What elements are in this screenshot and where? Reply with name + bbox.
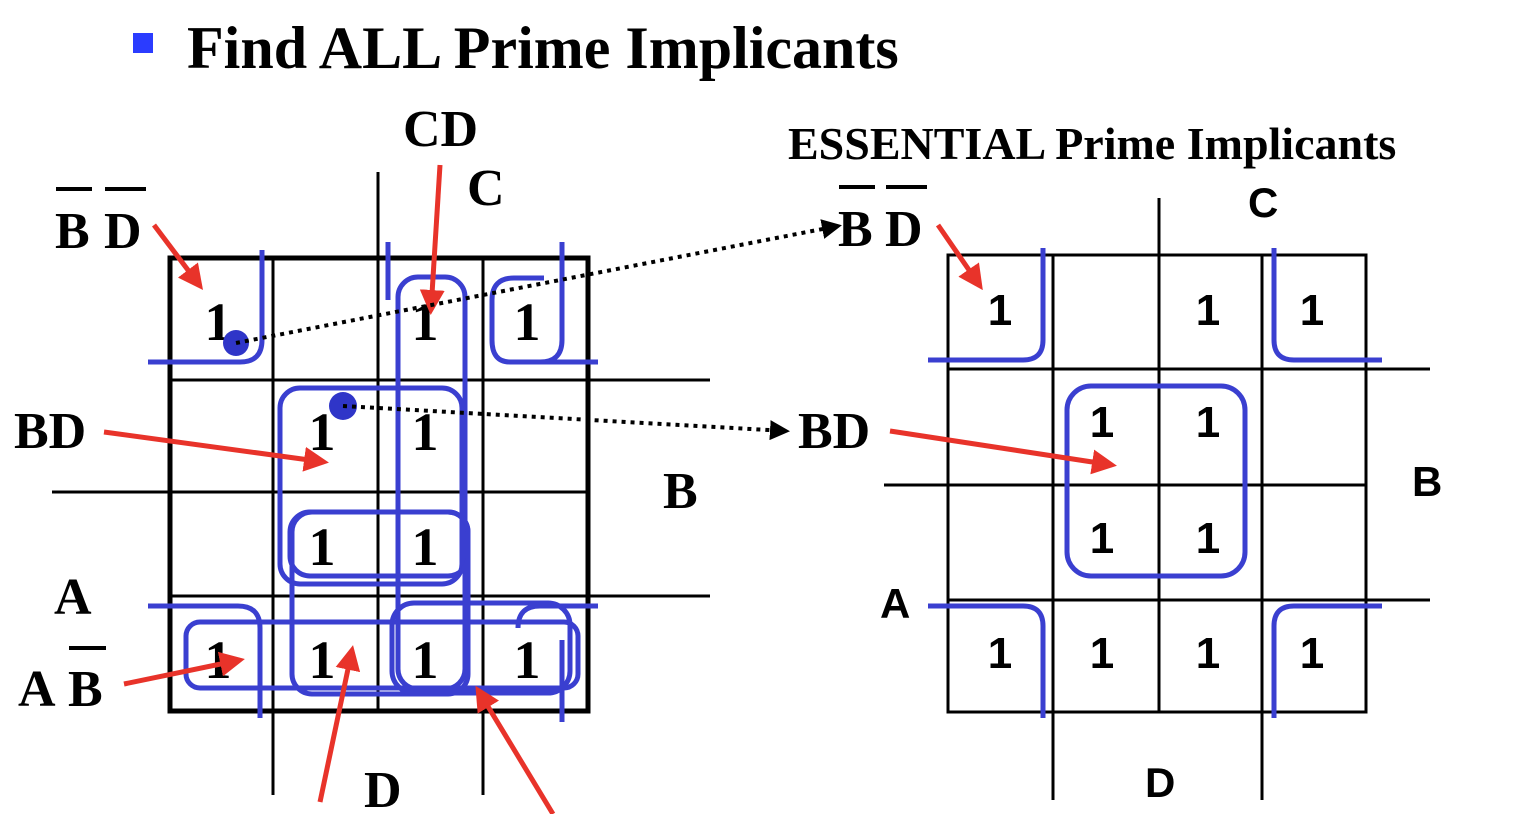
kmap-cell-one: 1 (1300, 629, 1324, 678)
left-label-d: D (364, 762, 402, 814)
right-label-a: A (880, 580, 910, 627)
arrow-to-bd-bar (152, 223, 204, 290)
right-group-bd-bar-top-right (1271, 248, 1382, 363)
svg-text:B: B (68, 661, 103, 718)
dotted-arrows (235, 219, 842, 441)
svg-text:D: D (885, 201, 923, 258)
left-label-b: B (663, 463, 698, 520)
kmap-cell-one: 1 (205, 630, 232, 690)
kmap-cell-one: 1 (1196, 514, 1220, 563)
kmap-cell-one: 1 (1090, 398, 1114, 447)
right-group-bd-bar-bottom-left (928, 603, 1046, 718)
svg-text:B: B (838, 201, 873, 258)
dotted-arrow-bd (342, 404, 790, 441)
right-label-bd: BD (798, 403, 870, 460)
right-label-d: D (1145, 759, 1175, 806)
arrow-to-bd (103, 429, 329, 472)
kmap-cell-one: 1 (514, 630, 541, 690)
dotted-arrow-bd-bar (235, 219, 842, 345)
arrow-to-ab-bar (123, 651, 245, 687)
left-label-ab-bar: A B (18, 646, 106, 718)
right-red-arrows (889, 223, 1117, 475)
kmap-cell-one: 1 (309, 517, 336, 577)
svg-text:B: B (55, 203, 90, 260)
right-heading: ESSENTIAL Prime Implicants (788, 118, 1396, 169)
kmap-cell-one: 1 (514, 292, 541, 352)
kmap-cell-one: 1 (1090, 629, 1114, 678)
right-group-bd-bar-top-left (928, 248, 1046, 363)
page-title: Find ALL Prime Implicants (187, 15, 899, 81)
right-group-bd-bar-bottom-right (1271, 603, 1382, 718)
right-label-bd-bar: B D (838, 185, 927, 258)
group-ab-bar (183, 619, 581, 691)
left-kmap-groups (148, 242, 598, 722)
right-kmap: ESSENTIAL Prime Implicants 1 1 1 1 1 1 1 1 1 1 1 C… (788, 118, 1442, 806)
right-kmap-cells: 1 1 1 1 1 1 1 1 1 1 1 (988, 286, 1324, 678)
kmap-cell-one: 1 (412, 517, 439, 577)
svg-text:D: D (104, 203, 142, 260)
right-arrow-to-bd-bar (935, 223, 983, 291)
kmap-cell-one: 1 (1090, 514, 1114, 563)
kmap-cell-one: 1 (988, 629, 1012, 678)
kmap-cell-one: 1 (1196, 286, 1220, 335)
kmap-cell-one: 1 (309, 630, 336, 690)
group-bd-bar-top-right (489, 242, 565, 365)
title-bullet (133, 33, 153, 53)
left-label-bd: BD (14, 403, 86, 460)
svg-text:A: A (18, 661, 56, 718)
left-label-c: C (467, 160, 505, 217)
arrow-to-cd (419, 164, 445, 315)
group-bd (277, 385, 465, 587)
left-label-cd: CD (403, 101, 478, 158)
left-label-a: A (54, 569, 92, 626)
kmap-cell-one: 1 (988, 286, 1012, 335)
right-label-c: C (1248, 179, 1278, 226)
kmap-cell-one: 1 (412, 630, 439, 690)
kmap-cell-one: 1 (1196, 629, 1220, 678)
arrow-to-ac (475, 685, 556, 814)
right-label-b: B (1412, 458, 1442, 505)
right-kmap-groups (928, 248, 1382, 718)
right-group-bd (1064, 383, 1248, 579)
kmap-cell-one: 1 (1196, 398, 1220, 447)
kmap-cell-one: 1 (412, 292, 439, 352)
arrow-to-ad (317, 645, 361, 803)
group-bd-bar-bottom-left (148, 603, 263, 718)
kmap-cell-one: 1 (1300, 286, 1324, 335)
left-label-bd-bar: B D (55, 187, 146, 260)
right-arrow-to-bd (889, 428, 1117, 475)
left-red-arrows (103, 164, 556, 814)
group-bd-bar-top-left (148, 250, 265, 365)
